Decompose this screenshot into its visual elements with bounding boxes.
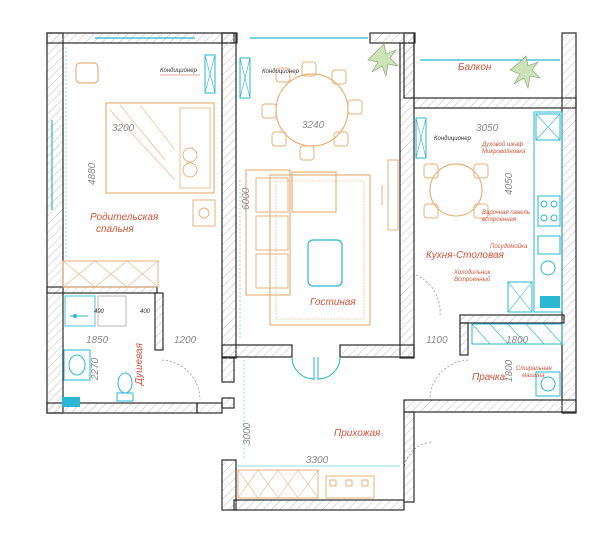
note-oven-1: Духовой шкаф [481,141,523,148]
shoe-cabinet [325,475,375,499]
note-ac-kitchen: Кондиционер [434,136,472,142]
room-label-shower: Душевая [134,342,145,386]
sink-icon [540,260,556,276]
sofa [245,169,291,296]
plant-icon [367,43,399,78]
dim-living-width: 3240 [302,120,325,131]
wardrobe [62,260,159,288]
note-hob-2: встроенная [482,217,517,223]
bed [105,102,215,194]
round-dining-table [275,73,349,147]
armchair [75,62,99,84]
dim-bedroom-depth: 4880 [87,162,98,185]
dim-laundry-width: 1800 [506,335,529,346]
laundry-counter [471,323,563,345]
kitchen-table [429,163,483,217]
dim-laundry-depth: 1800 [504,359,515,382]
ac-unit-icon [204,54,216,94]
entrance-hall: 3000 3300 Прихожая [236,356,433,499]
trash-bin-icon [540,296,560,308]
room-label-living: Гостиная [310,297,356,308]
dim-hall-width: 3300 [306,455,329,466]
ac-unit-living-icon [239,57,251,99]
dim-bedroom-width: 3200 [112,123,135,134]
hob-icon [537,195,561,227]
dim-kitchen-depth: 4050 [504,172,515,195]
laundry-room: 1100 1800 1800 Стиральная машина Прачка [426,323,563,399]
note-dishwasher: Посудомойка [490,243,528,250]
cabinet-icon [62,397,80,407]
ac-unit-kitchen-icon [415,117,427,159]
dim-shower-depth: 2270 [90,357,101,381]
dim-490: 490 [94,309,105,315]
kitchen: Кондиционер 3050 4050 Духовой шкаф Микро… [415,111,563,316]
bedroom: Кондиционер 3200 4880 Родительская спаль… [62,47,216,288]
note-fridge-2: Встроенный [454,276,491,283]
room-label-balcony: Балкон [458,62,492,73]
washing-machine-icon [535,371,561,397]
fridge-icon [507,281,533,313]
washbasin-icon [63,349,91,381]
room-label-bedroom-1: Родительская [90,212,159,223]
shower-room: 1850 2270 490 400 Душевая [62,295,201,407]
room-label-kitchen: Кухня-Столовая [426,250,505,261]
tv-unit [387,159,399,231]
toilet-icon [117,372,133,394]
living-room: Кондиционер 3240 6000 Гостиная [239,43,399,340]
dim-corridor-1200: 1200 [174,335,197,346]
living-armchair [291,171,337,213]
hall-wardrobe [237,469,319,499]
dim-shower-width: 1850 [86,335,109,346]
dim-hall-depth: 3000 [242,422,253,445]
note-ac-living: Кондиционер [262,69,300,75]
note-fridge-1: Холодильник [453,270,492,276]
note-washer-1: Стиральная [516,366,552,372]
note-ac-bedroom: Кондиционер [160,68,198,74]
dim-living-depth: 6000 [241,187,252,210]
dim-1100: 1100 [426,335,448,346]
balcony-plant-icon [509,55,541,90]
dim-400: 400 [140,309,151,315]
note-hob-1: Варочная панель [482,210,530,216]
kitchen-counter [533,111,563,313]
room-label-hall: Прихожая [334,428,381,439]
note-oven-2: Микроволновка [482,149,526,155]
dishwasher-icon [537,235,561,255]
windows [51,37,560,210]
balcony: Балкон [458,55,541,90]
room-label-bedroom-2: спальня [96,224,134,235]
shower-tray [64,295,96,327]
room-label-laundry: Прачка [472,372,506,383]
coffee-table [307,239,343,287]
walls [46,32,577,511]
note-washer-2: машина [522,373,545,379]
dim-kitchen-width: 3050 [476,123,499,134]
nightstand [192,199,216,227]
